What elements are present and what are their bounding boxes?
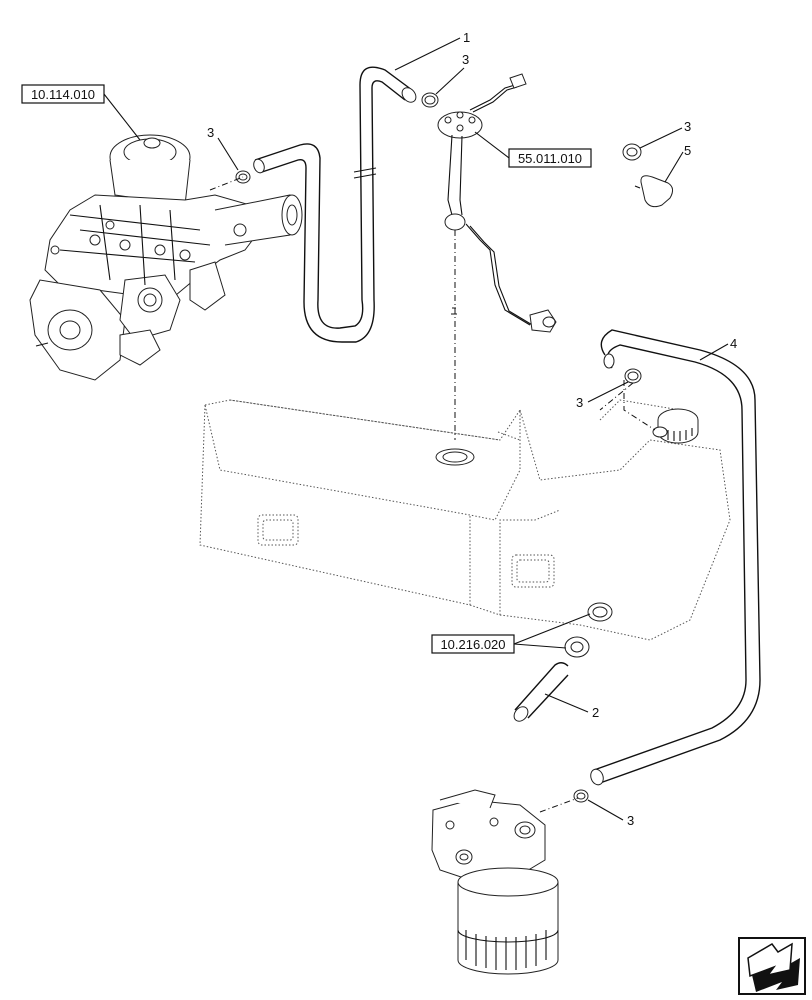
ref-tank-fittings[interactable]: 10.216.020 — [431, 613, 591, 654]
callout-2: 2 — [544, 693, 599, 720]
return-fitting — [623, 380, 668, 438]
svg-text:3: 3 — [684, 119, 691, 134]
svg-text:2: 2 — [592, 705, 599, 720]
svg-text:3: 3 — [462, 52, 469, 67]
svg-text:55.011.010: 55.011.010 — [518, 151, 582, 166]
clamp-filter — [573, 789, 589, 803]
fuel-level-sender — [437, 73, 557, 440]
next-page-arrow-icon[interactable] — [738, 937, 806, 995]
fuel-tank — [199, 399, 731, 641]
svg-text:10.114.010: 10.114.010 — [31, 87, 95, 102]
callout-5: 5 — [664, 143, 691, 183]
hose-long — [590, 329, 761, 786]
svg-text:3: 3 — [627, 813, 634, 828]
svg-text:1: 1 — [463, 30, 470, 45]
svg-text:3: 3 — [207, 125, 214, 140]
callout-3-loose: 3 — [639, 119, 691, 149]
clip-item5 — [634, 175, 674, 208]
ref-injection-pump[interactable]: 10.114.010 — [21, 84, 141, 141]
ref-fuel-level-sender[interactable]: 55.011.010 — [474, 131, 592, 168]
injection-pump — [29, 134, 303, 381]
clamp-hose4-top — [624, 368, 642, 384]
callout-3-pump: 3 — [207, 125, 239, 171]
callout-3-filter: 3 — [587, 799, 634, 828]
callout-3-tank: 3 — [576, 381, 629, 410]
svg-text:10.216.020: 10.216.020 — [440, 637, 505, 652]
hose-return — [253, 66, 417, 343]
svg-text:5: 5 — [684, 143, 691, 158]
callout-1: 1 — [394, 30, 470, 71]
callout-4: 4 — [699, 336, 737, 361]
svg-text:3: 3 — [576, 395, 583, 410]
filler-cap — [657, 408, 699, 444]
clamp-hose1-top — [421, 92, 439, 108]
tank-outlet-fittings — [564, 602, 613, 658]
hose-short — [513, 662, 569, 722]
svg-text:4: 4 — [730, 336, 737, 351]
fuel-filter — [431, 789, 559, 975]
clamp-loose — [622, 143, 642, 161]
callout-3-top: 3 — [435, 52, 469, 95]
